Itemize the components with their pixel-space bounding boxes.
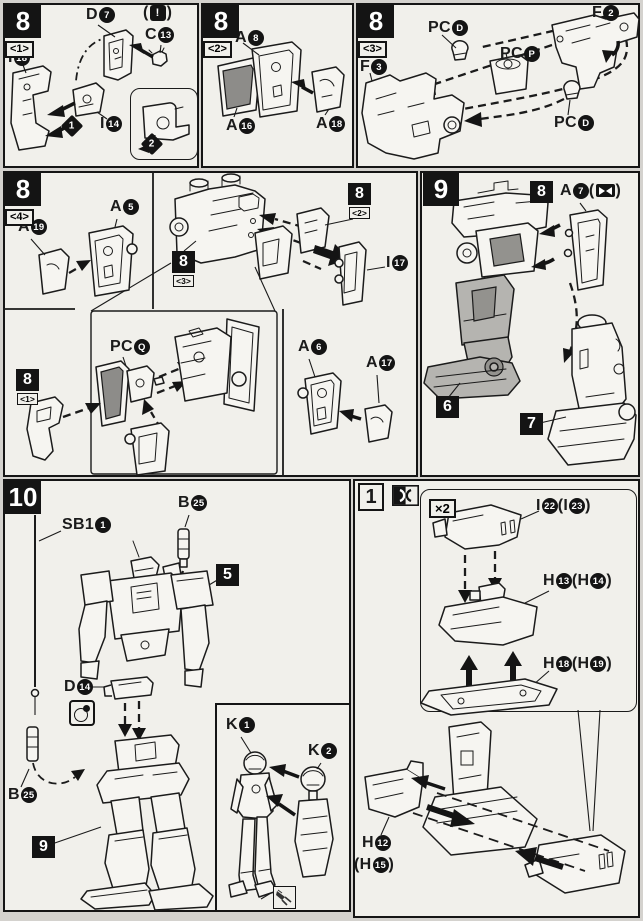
pilot-subpanel [215,703,351,912]
orient-icon [595,184,615,197]
detail-inset-box [130,88,198,160]
nipper-cut-icon [273,886,296,909]
step8-3-header: 8 <3> [358,5,394,58]
step10-header: 10 [5,481,41,514]
step8-2-header: 8 <2> [203,5,239,58]
step-substep: <1> [5,41,34,58]
step-substep: <2> [203,41,232,58]
step-substep: <3> [358,41,387,58]
step-substep: <4> [5,209,34,226]
step-number: 10 [5,481,41,514]
panel-step8-3 [356,3,640,168]
step1-header: 1 [358,483,384,511]
ref-step8-1: 8<1> [16,369,39,405]
step8-4-header: 8 <4> [5,173,41,226]
step-number: 8 [5,5,41,38]
step-number: 8 [203,5,239,38]
warning-label: (!) [143,4,173,21]
ref-step8-2: 8<2> [348,183,371,219]
ref-step9: 9 [32,836,55,858]
ref-step8-3: 8<3> [172,251,195,287]
polycap-detail-icon [69,700,95,726]
ref-step7: 7 [520,413,543,435]
ref-step8: 8 [530,181,553,203]
mirrored-parts-icon [392,485,419,511]
step-number: 8 [5,173,41,206]
step-number: 1 [358,483,384,511]
step9-header: 9 [423,173,459,206]
quantity-x2-marker: ×2 [429,499,456,518]
ref-step6: 6 [436,396,459,418]
x2-inset-box [420,489,637,712]
step8-1-header: 8 <1> [5,5,41,58]
step-number: 8 [358,5,394,38]
ref-step5: 5 [216,564,239,586]
step-number: 9 [423,173,459,206]
